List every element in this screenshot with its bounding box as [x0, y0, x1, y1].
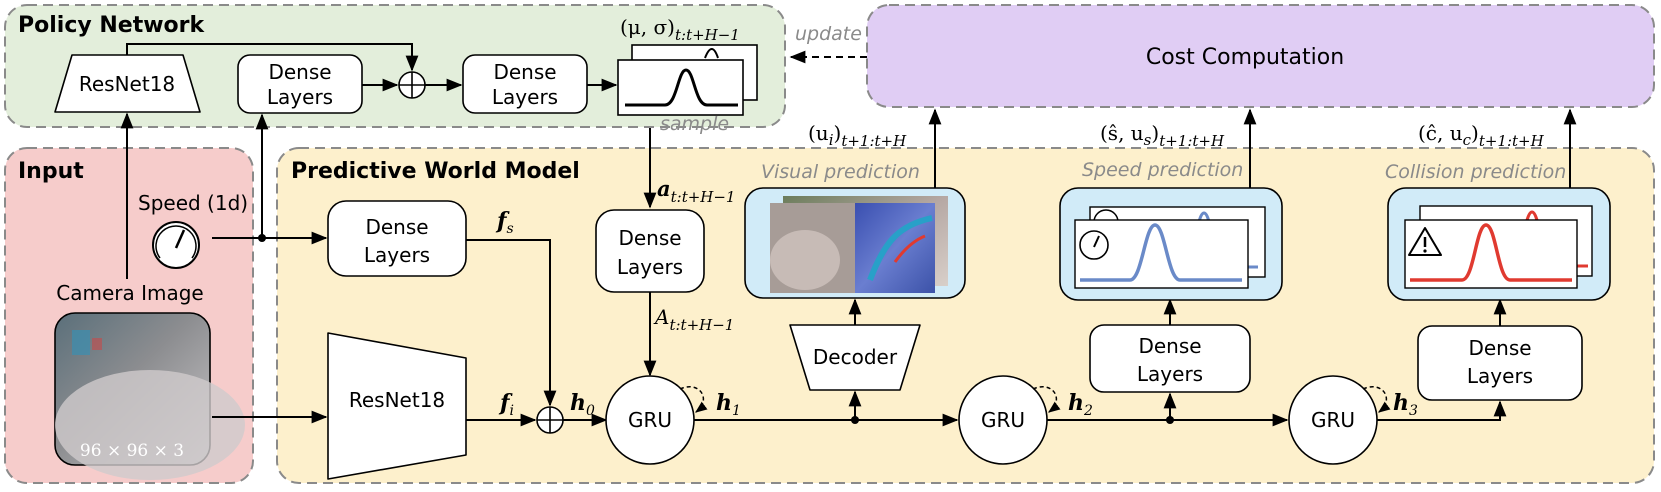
- distribution-label: (μ, σ)t:t+H−1: [620, 15, 740, 44]
- speed-label: Speed (1d): [138, 191, 248, 215]
- world-resnet18-label: ResNet18: [349, 388, 445, 412]
- gru-2-label: GRU: [981, 408, 1025, 432]
- policy-dense1-line1: Dense: [268, 60, 331, 84]
- distribution-card-front: [617, 59, 744, 116]
- policy-dense2-line2: Layers: [492, 85, 558, 109]
- A-label: At:t+H−1: [653, 305, 734, 334]
- action-dense-line2: Layers: [617, 255, 683, 279]
- decoder-block: [789, 324, 921, 391]
- speed-head-dense-line2: Layers: [1137, 362, 1203, 386]
- camera-image: [54, 312, 245, 480]
- cost-computation-label: Cost Computation: [1146, 45, 1344, 70]
- policy-dense1-line2: Layers: [267, 85, 333, 109]
- speed-head-dense-line1: Dense: [1138, 334, 1201, 358]
- h2-label: h2: [1068, 390, 1093, 419]
- speed-dense-line2: Layers: [364, 243, 430, 267]
- fi-label: fi: [498, 390, 514, 419]
- collision-output-label: (ĉ, uc)t+1:t+H: [1418, 121, 1545, 150]
- camera-dims-label: 96 × 96 × 3: [80, 441, 184, 461]
- collision-head-dense-line1: Dense: [1468, 336, 1531, 360]
- collision-head-dense-line2: Layers: [1467, 364, 1533, 388]
- sample-label: sample: [660, 113, 729, 135]
- world-model-title: Predictive World Model: [291, 159, 580, 184]
- camera-image-label: Camera Image: [56, 281, 203, 305]
- policy-network-title: Policy Network: [18, 13, 205, 38]
- speed-dense-layers: [327, 200, 467, 277]
- collision-prediction-title: Collision prediction: [1385, 161, 1566, 183]
- fs-label: fs: [495, 208, 514, 237]
- h0-label: h0: [570, 390, 595, 419]
- visual-prediction-title: Visual prediction: [761, 161, 920, 183]
- action-dense-line1: Dense: [618, 226, 681, 250]
- speed-prediction-title: Speed prediction: [1082, 159, 1243, 181]
- gru-3-label: GRU: [1311, 408, 1355, 432]
- policy-resnet18-label: ResNet18: [79, 72, 175, 96]
- gaussian-curve: [625, 68, 738, 107]
- decoder-label: Decoder: [813, 345, 898, 369]
- gru-1-label: GRU: [628, 408, 672, 432]
- collision-curve: [1410, 223, 1572, 282]
- cost-computation-box: [866, 4, 1655, 108]
- action-label: at:t+H−1: [657, 176, 735, 206]
- speed-dense-line1: Dense: [365, 215, 428, 239]
- update-label: update: [795, 23, 862, 45]
- policy-resnet18-block: [54, 54, 201, 113]
- visual-output-label: (ui)t+1:t+H: [808, 121, 907, 150]
- action-dense-layers: [595, 209, 705, 293]
- world-resnet18-block: [327, 332, 467, 480]
- speed-output-label: (ŝ, us)t+1:t+H: [1100, 121, 1225, 150]
- input-title: Input: [18, 159, 84, 184]
- visual-prediction-images: [770, 196, 948, 293]
- speed-curve: [1080, 223, 1242, 282]
- policy-network-region: [4, 4, 786, 128]
- h1-label: h1: [716, 390, 741, 419]
- h3-label: h3: [1393, 390, 1418, 419]
- policy-dense2-line1: Dense: [493, 60, 556, 84]
